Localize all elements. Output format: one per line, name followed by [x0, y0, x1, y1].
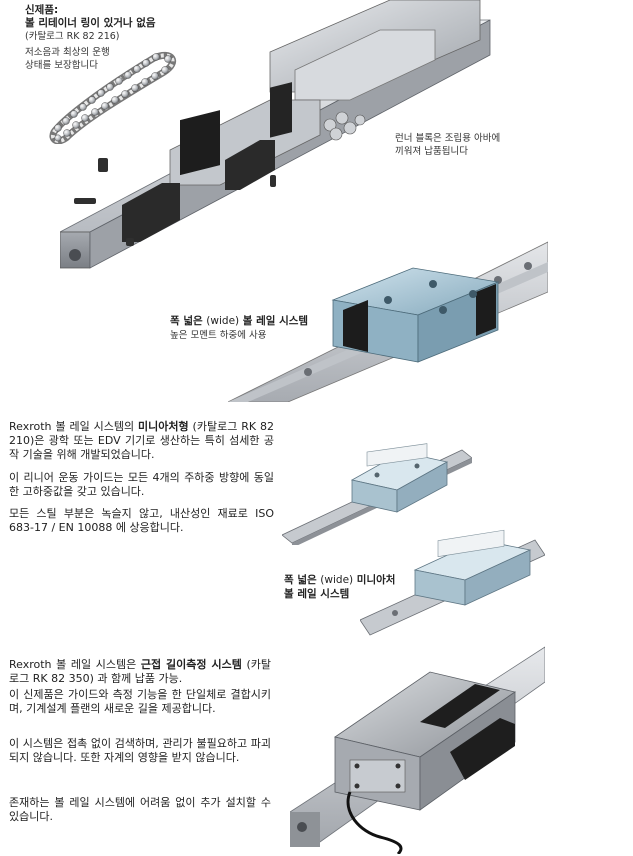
measuring-para1-bold: 근접 길이측정 시스템 [140, 658, 242, 671]
wide-rail-title: 폭 넓은 (wide) 볼 레일 시스템 [170, 315, 308, 328]
measuring-para3: 이 시스템은 접촉 없이 검색하며, 관리가 불필요하고 파괴되지 않습니다. … [9, 737, 271, 765]
new-product-catalog: (카탈로그 RK 82 216) [25, 31, 120, 42]
wide-miniature-caption-prefix: 폭 넓은 [284, 574, 321, 586]
runner-block-note-line1: 런너 블록은 조립용 아바에 [395, 133, 501, 144]
measuring-para1: Rexroth 볼 레일 시스템은 근접 길이측정 시스템 (카탈로그 RK 8… [9, 658, 271, 686]
new-product-title: 신제품: [25, 4, 59, 16]
wide-miniature-caption-wide: (wide) [320, 574, 354, 586]
miniature-para1-brand: Rexroth [9, 420, 52, 433]
miniature-para1-text-b: (카탈로그 RK 82 210)은 광학 또는 EDV 기기로 생산하는 특히 … [9, 420, 275, 462]
wide-rail-title-wide: (wide) [206, 315, 240, 327]
miniature-para1-text-a: 볼 레일 시스템의 [51, 420, 139, 433]
measuring-para1-text-b: (카탈로그 RK 82 350) 과 함께 납품 가능. [9, 658, 271, 686]
ball-retainer-chain-illustration [49, 51, 176, 144]
wide-miniature-caption-line1: 폭 넓은 (wide) 미니아처 [284, 574, 395, 587]
miniature-para2: 이 리니어 운동 가이드는 모든 4개의 주하중 방향에 동일한 고하중값을 갖… [9, 471, 274, 499]
measuring-para1-brand: Rexroth [9, 658, 52, 671]
miniature-para1: Rexroth 볼 레일 시스템의 미니아처형 (카탈로그 RK 82 210)… [9, 420, 274, 463]
new-product-desc-line1: 저소음과 최상의 운행 [25, 47, 110, 58]
wide-miniature-rail-illustration [360, 529, 545, 636]
measuring-para1-text-a: 볼 레일 시스템은 [51, 658, 141, 671]
wide-miniature-caption-line2: 볼 레일 시스템 [284, 588, 350, 600]
miniature-rail-illustration [282, 443, 472, 545]
wide-miniature-caption-suffix: 미니아처 [353, 574, 396, 586]
miniature-para3: 모든 스틸 부분은 녹슬지 않고, 내산성인 재료로 ISO 683-17 / … [9, 507, 274, 535]
miniature-para1-bold: 미니아처형 [138, 420, 189, 433]
runner-block-note-line2: 끼워져 납품됩니다 [395, 146, 468, 157]
measuring-system-illustration [290, 646, 545, 854]
wide-rail-title-prefix: 폭 넓은 [170, 315, 207, 327]
wide-rail-title-suffix: 볼 레일 시스템 [239, 315, 309, 327]
new-product-desc-line2: 상태를 보장합니다 [25, 60, 98, 71]
wide-ball-rail-illustration [228, 241, 548, 402]
ball-rail-assembly-illustration [60, 0, 491, 269]
wide-rail-desc: 높은 모멘트 하중에 사용 [170, 330, 267, 341]
measuring-para4: 존재하는 볼 레일 시스템에 어려움 없이 추가 설치할 수 있습니다. [9, 796, 271, 824]
new-product-subtitle: 볼 리테이너 링이 있거나 없음 [25, 17, 156, 29]
measuring-para2: 이 신제품은 가이드와 측정 기능을 한 단일체로 결합시키며, 기계설계 플랜… [9, 688, 271, 716]
